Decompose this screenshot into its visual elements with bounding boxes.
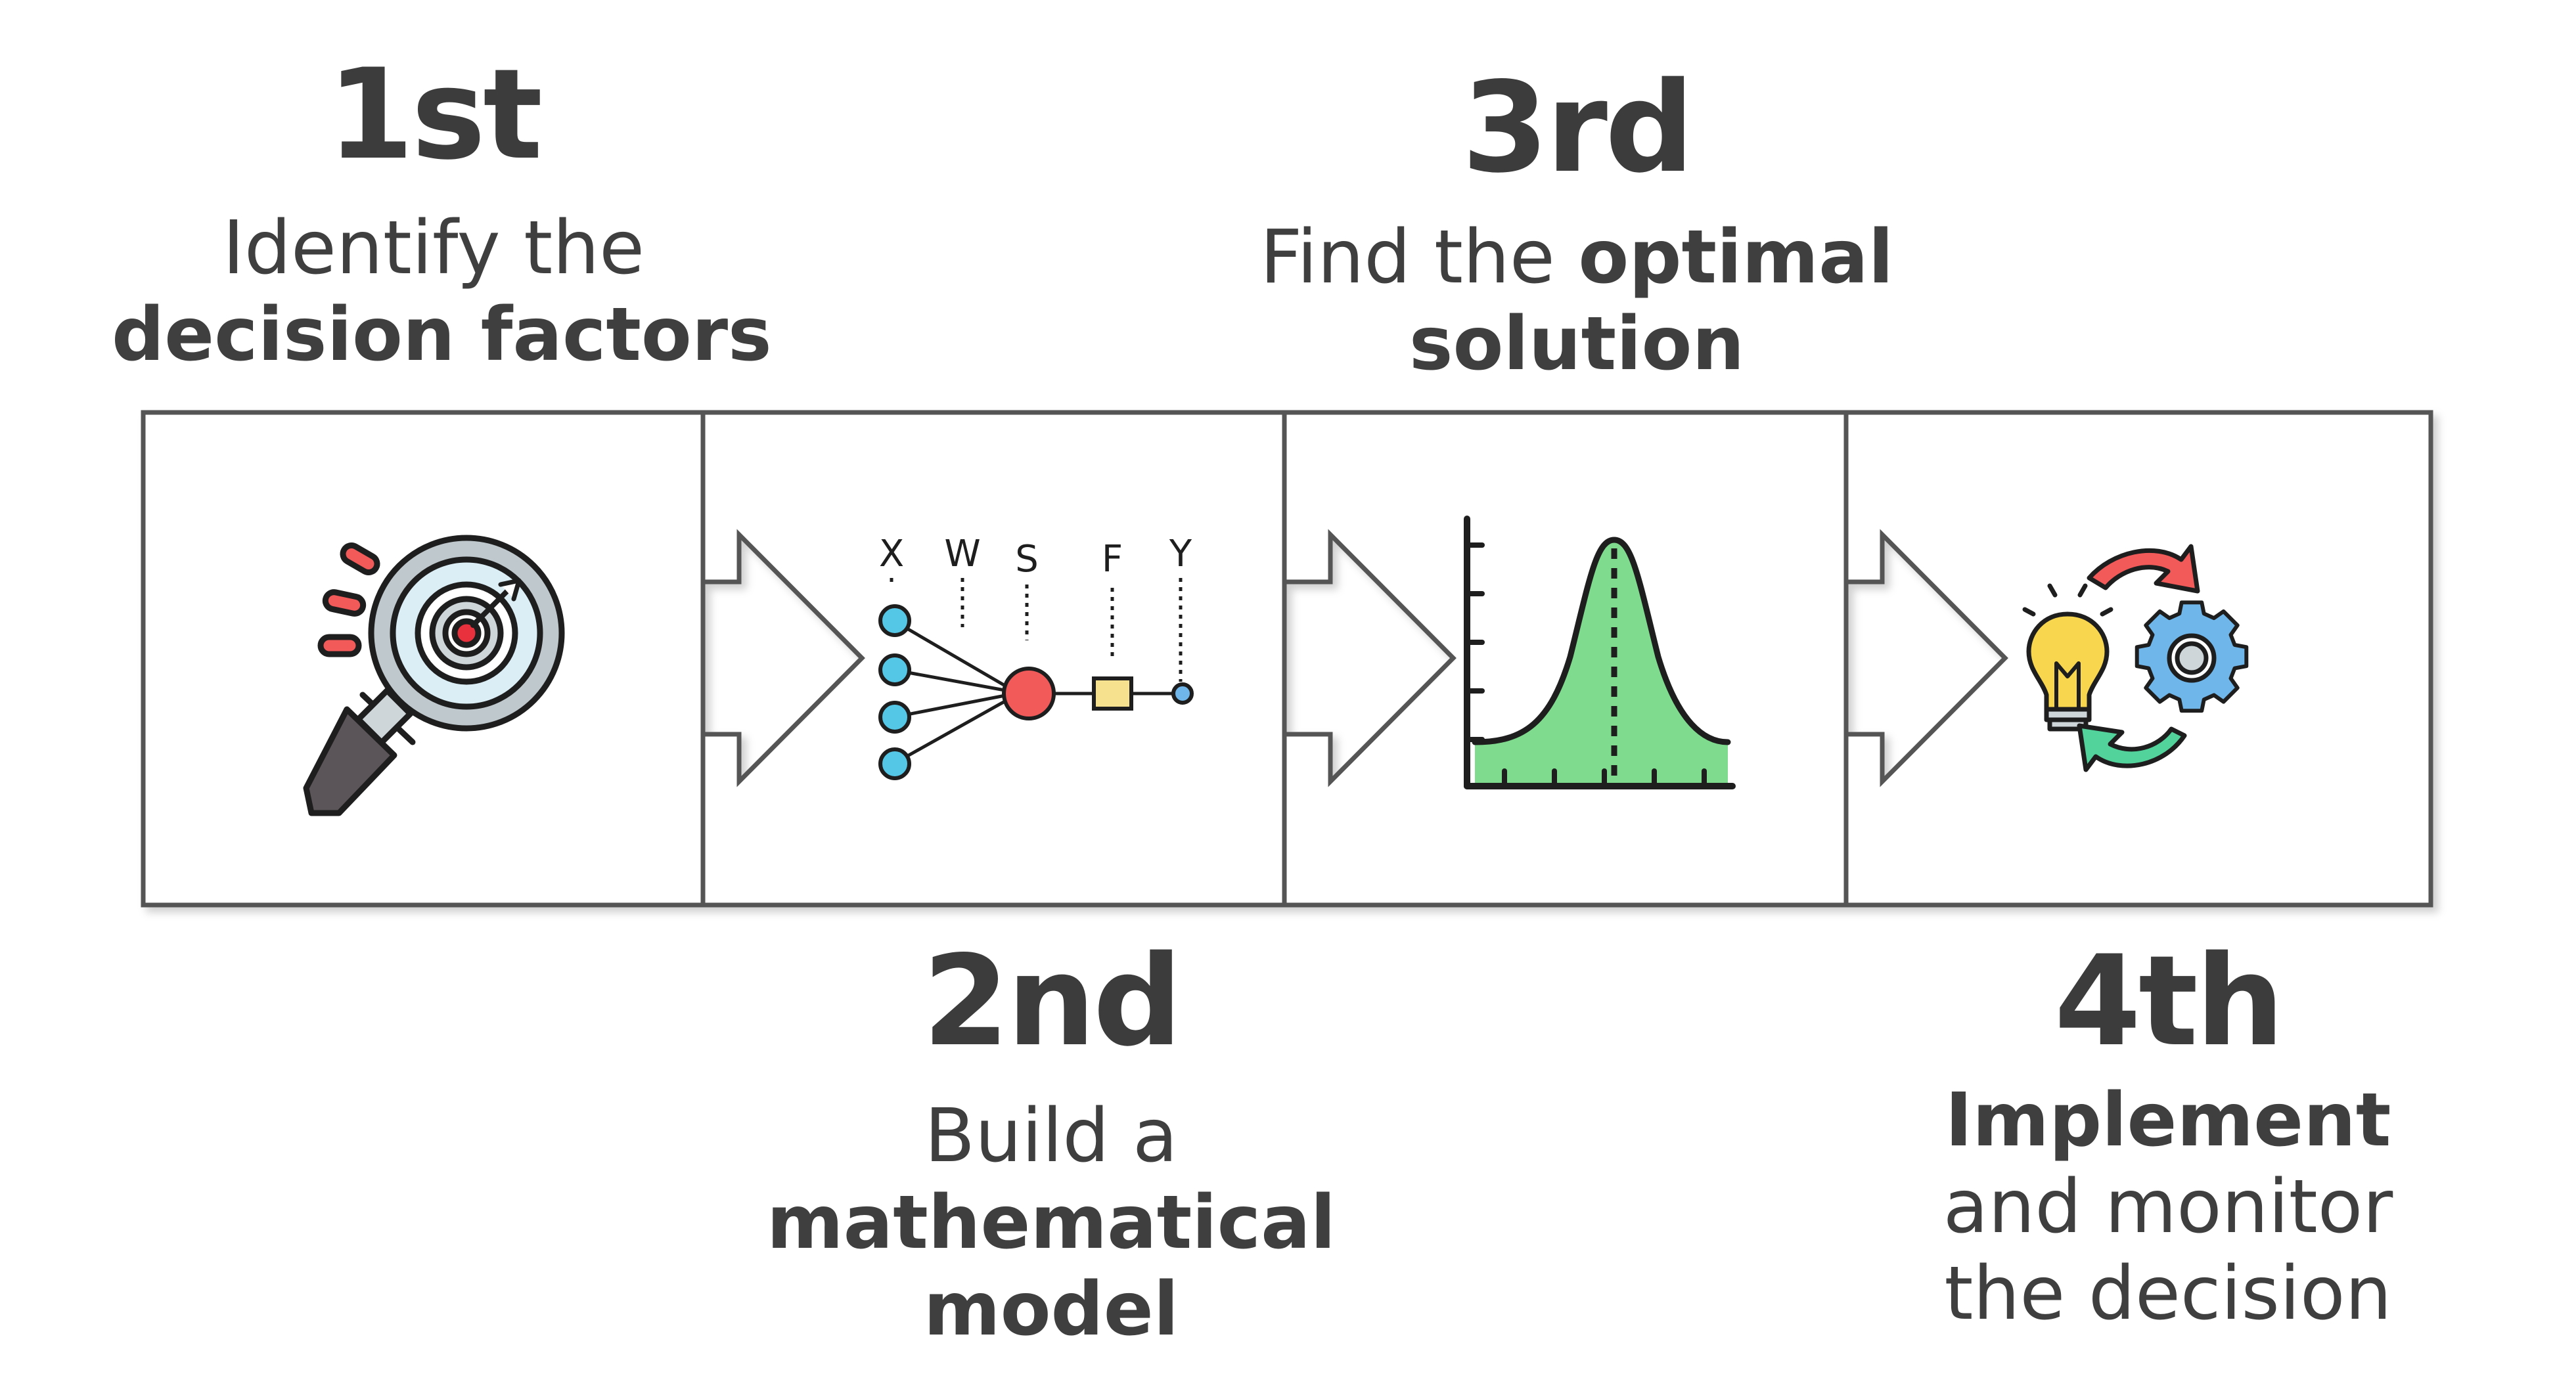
step-1-line-1: Identify the — [222, 206, 645, 291]
model-letter-x: X — [879, 533, 904, 575]
step-1-line-2: decision factors — [112, 292, 772, 378]
step-4-line-3: the decision — [1944, 1251, 2392, 1337]
step-4-label: 4th Implement and monitor the decision — [1879, 939, 2457, 1337]
step-3-line-1: Find the optimal — [1248, 214, 1905, 301]
neural-model-icon: X W S F Y — [878, 533, 1194, 780]
magnifier-target-icon — [303, 535, 565, 816]
step-2-line-2: mathematical — [766, 1180, 1336, 1266]
step-4-line-2: and monitor — [1943, 1164, 2393, 1250]
step-2-line-3: model — [923, 1267, 1179, 1353]
step-3-line-1-bold: optimal — [1578, 215, 1894, 300]
step-3-label: 3rd Find the optimal solution — [1248, 66, 1905, 387]
step-1-number: 1st — [327, 42, 543, 187]
model-letter-s: S — [1015, 538, 1039, 581]
step-4-number: 4th — [2054, 929, 2284, 1074]
step-2-line-1: Build a — [924, 1093, 1178, 1179]
model-letter-y: Y — [1169, 533, 1192, 575]
model-letter-f: F — [1102, 538, 1123, 581]
step-3-line-1-normal: Find the — [1259, 215, 1579, 300]
step-1-label: 1st Identify the decision factors — [112, 42, 772, 378]
bell-curve-icon — [1464, 516, 1736, 789]
step-2-label: 2nd Build a mathematical model — [756, 939, 1347, 1353]
bulb-gear-cycle-icon — [2022, 544, 2249, 772]
step-3-line-2: solution — [1409, 301, 1745, 387]
model-letter-w: W — [944, 533, 980, 575]
step-3-box — [1282, 410, 1849, 908]
step-2-box — [700, 410, 1287, 908]
step-4-line-1: Implement — [1945, 1078, 2391, 1163]
step-2-number: 2nd — [922, 929, 1182, 1074]
step-3-number: 3rd — [1462, 55, 1694, 200]
